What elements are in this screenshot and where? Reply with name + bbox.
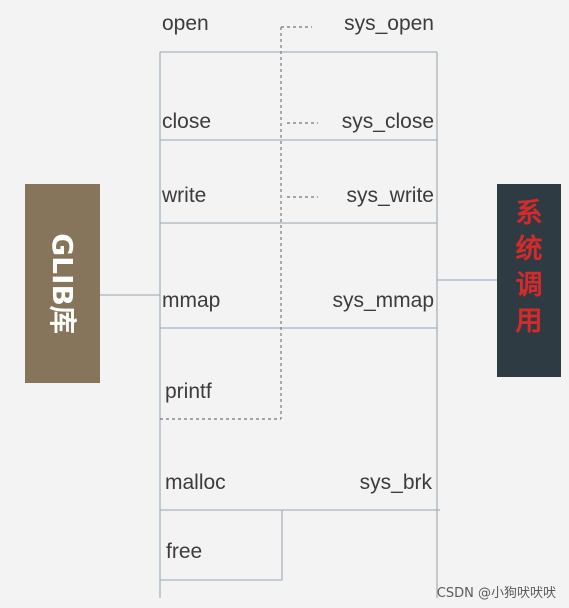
watermark: CSDN @小狗吠吠吠 — [437, 586, 556, 601]
lib-call-close: close — [162, 110, 211, 133]
syscall-label: 系 统 调 用 — [516, 198, 543, 337]
system-calls: sys_open sys_close sys_write sys_mmap sy… — [332, 12, 434, 494]
lib-call-free: free — [166, 540, 202, 563]
library-calls: open close write mmap printf malloc free — [161, 12, 226, 563]
syscall-char-4: 用 — [516, 306, 543, 337]
glibc-label: GLIB库 — [46, 233, 79, 334]
syscall-char-3: 调 — [516, 270, 543, 301]
lib-call-open: open — [162, 12, 209, 35]
glibc-box — [25, 184, 100, 383]
sys-call-close: sys_close — [342, 110, 434, 133]
sys-call-write: sys_write — [346, 184, 434, 207]
frame-lines — [100, 51, 497, 598]
syscall-char-1: 系 — [516, 198, 543, 229]
sys-call-mmap: sys_mmap — [332, 289, 434, 312]
sys-call-brk: sys_brk — [360, 471, 433, 494]
syscall-box — [497, 184, 561, 377]
syscall-char-2: 统 — [516, 233, 543, 265]
lib-call-mmap: mmap — [162, 289, 220, 312]
lib-call-printf: printf — [165, 380, 212, 403]
lib-call-write: write — [161, 184, 206, 207]
wrapper-dotted-lines — [160, 26, 318, 420]
lib-call-malloc: malloc — [165, 471, 226, 494]
sys-call-open: sys_open — [344, 12, 434, 35]
